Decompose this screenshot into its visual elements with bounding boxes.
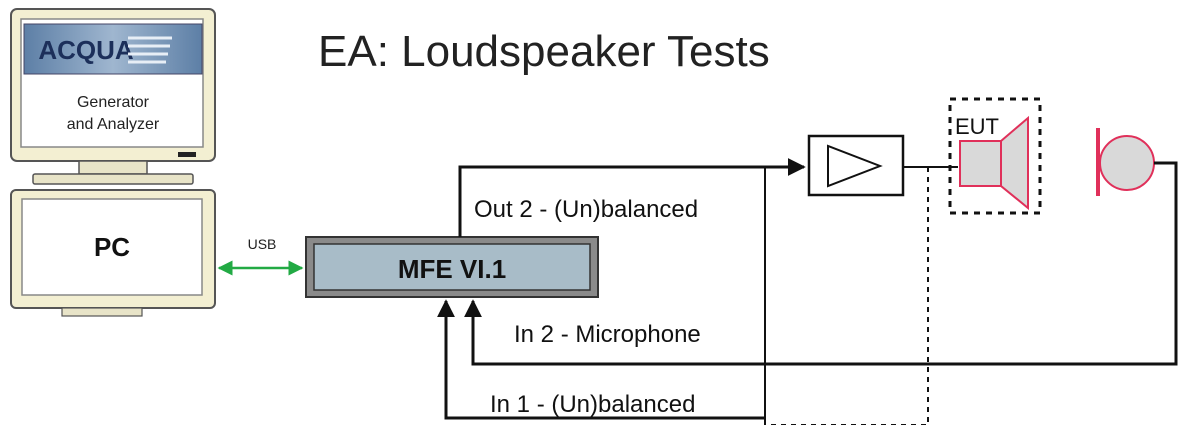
- out2-line: [458, 158, 806, 237]
- eut-boundary: [948, 97, 1042, 215]
- monitor-caption-line2: and Analyzer: [67, 116, 160, 133]
- monitor-caption-line1: Generator: [77, 94, 150, 111]
- out2-label: Out 2 - (Un)balanced: [474, 196, 698, 223]
- in2-line: [464, 161, 1178, 366]
- loudspeaker-icon: [959, 115, 1029, 211]
- usb-label: USB: [248, 236, 277, 252]
- logo-stripes-icon: [128, 36, 172, 64]
- microphone-icon: [1096, 128, 1155, 196]
- in2-label: In 2 - Microphone: [514, 321, 701, 348]
- eut-label: EUT: [955, 114, 999, 139]
- monitor-base: [32, 173, 194, 185]
- page-title: EA: Loudspeaker Tests: [318, 27, 770, 76]
- acqua-logo-text: ACQUA: [38, 35, 134, 65]
- dashed-return-line: [765, 167, 929, 425]
- amplifier: [807, 134, 905, 197]
- amplifier-triangle-icon: [827, 144, 883, 188]
- monitor-stand: [78, 160, 148, 175]
- power-button-icon: [178, 152, 196, 157]
- in1-label: In 1 - (Un)balanced: [490, 391, 695, 418]
- monitor: ACQUA Generator and Analyzer: [10, 8, 216, 185]
- pc-unit: PC: [10, 189, 216, 317]
- mfe-frontend: MFE VI.1: [305, 236, 599, 298]
- mfe-label: MFE VI.1: [398, 254, 506, 284]
- pc-label: PC: [94, 232, 130, 262]
- acqua-logo: [23, 23, 203, 75]
- in1-feed-line: [437, 299, 765, 420]
